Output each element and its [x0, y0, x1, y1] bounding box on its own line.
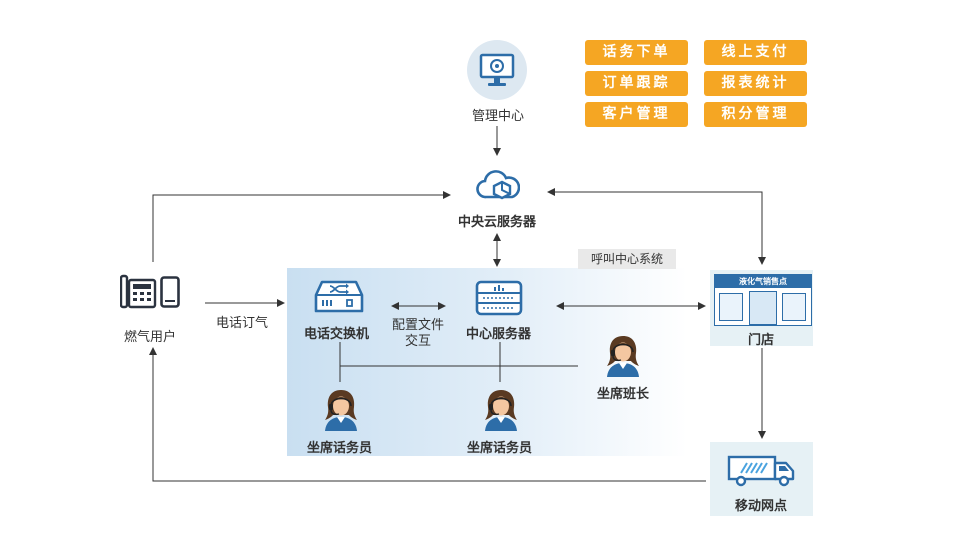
server-icon: [475, 280, 523, 316]
switch-icon: [314, 280, 364, 313]
store-sign: 液化气销售点: [715, 275, 811, 288]
feature-badge-phone-order: 话务下单: [585, 40, 688, 65]
feature-badge-order-track: 订单跟踪: [585, 71, 688, 96]
cloud-icon: [476, 170, 520, 200]
store-window-right: [782, 293, 806, 321]
feature-badge-points: 积分管理: [704, 102, 807, 127]
delivery-truck-icon: [727, 455, 795, 487]
store-label: 门店: [748, 333, 775, 348]
gas-user-label: 燃气用户: [124, 330, 177, 345]
mobile-phone-icon: [160, 276, 180, 308]
monitor-icon: [467, 40, 527, 100]
cloud-server-label: 中央云服务器: [458, 215, 537, 230]
config-label-line2: 交互: [405, 334, 432, 349]
phone-order-label: 电话订气: [216, 316, 269, 331]
storefront-icon: 液化气销售点: [714, 274, 812, 326]
feature-badge-customer: 客户管理: [585, 102, 688, 127]
management-label: 管理中心: [472, 109, 525, 124]
operator-1-label: 坐席话务员: [307, 441, 373, 456]
agent-headset-icon-leader: [607, 336, 639, 377]
team-leader-label: 坐席班长: [597, 387, 650, 402]
config-label-line1: 配置文件: [392, 318, 445, 333]
center-server-label: 中心服务器: [466, 327, 532, 342]
agent-headset-icon-operator-2: [485, 390, 517, 431]
agent-headset-icon-operator-1: [325, 390, 357, 431]
feature-badge-online-pay: 线上支付: [704, 40, 807, 65]
operator-2-label: 坐席话务员: [467, 441, 533, 456]
mobile-point-label: 移动网点: [735, 499, 788, 514]
store-door: [749, 291, 777, 325]
telephone-icon: [120, 274, 157, 309]
feature-badge-reports: 报表统计: [704, 71, 807, 96]
store-window-left: [719, 293, 743, 321]
phone-switch-label: 电话交换机: [304, 327, 370, 342]
